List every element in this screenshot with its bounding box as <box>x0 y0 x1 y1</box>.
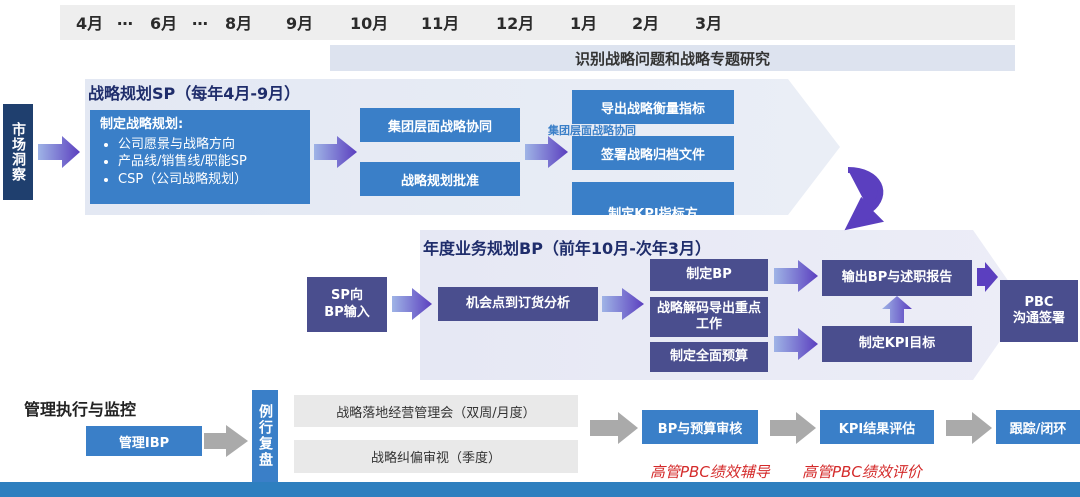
sp-output-kpi: 制定KPI指标方 <box>572 182 734 215</box>
arrow-right-icon <box>770 412 816 444</box>
sp-strategy-box: 制定战略规划: 公司愿景与战略方向 产品线/销售线/职能SP CSP（公司战略规… <box>90 110 310 204</box>
sp-output-kpi-label: 制定KPI指标方 <box>608 207 698 215</box>
sp-box-heading: 制定战略规划: <box>100 117 184 132</box>
bp-audit-box: BP与预算审核 <box>642 410 758 444</box>
arrow-right-icon <box>590 412 638 444</box>
meeting-box-1: 战略落地经营管理会（双周/月度） <box>294 395 578 427</box>
sp-approve-box: 战略规划批准 <box>360 162 520 196</box>
month-label: 9月 <box>286 14 314 33</box>
sp-to-bp-box: SP向 BP输入 <box>307 277 387 332</box>
exec-title: 管理执行与监控 <box>24 400 137 419</box>
output-bp-box: 输出BP与述职报告 <box>822 260 972 296</box>
month-label: … <box>192 10 208 29</box>
meeting-box-2: 战略纠偏审视（季度） <box>294 440 578 473</box>
month-label: 1月 <box>570 14 598 33</box>
group-sync-box: 集团层面战略协同 <box>360 108 520 142</box>
sp-to-bp-label: SP向 BP输入 <box>324 288 370 320</box>
ghost-label: 集团层面战略协同 <box>548 124 636 137</box>
review-box: 例行复盘 <box>252 390 278 482</box>
month-label: 6月 <box>150 14 178 33</box>
arrow-right-icon <box>204 425 248 457</box>
pbc-coaching-note: 高管PBC绩效辅导 <box>650 463 770 481</box>
market-insight-bar: 市场洞察 <box>3 104 33 200</box>
sp-output-archive: 签署战略归档文件 <box>572 136 734 170</box>
month-label: 8月 <box>225 14 253 33</box>
pbc-box: PBC 沟通签署 <box>1000 280 1078 342</box>
decode-box: 战略解码导出重点工作 <box>650 297 768 337</box>
sp-bullet-list: 公司愿景与战略方向 产品线/销售线/职能SP CSP（公司战略规划） <box>100 136 300 189</box>
sp-bullet: CSP（公司战略规划） <box>118 171 300 189</box>
month-label: 12月 <box>496 14 535 33</box>
arrow-right-icon <box>38 136 80 168</box>
pbc-label: PBC 沟通签署 <box>1012 294 1065 326</box>
footer-strip <box>0 482 1080 497</box>
budget-box: 制定全面预算 <box>650 342 768 372</box>
bp-title: 年度业务规划BP（前年10月-次年3月） <box>423 239 711 258</box>
sp-bullet: 产品线/销售线/职能SP <box>118 153 300 171</box>
ibp-box: 管理IBP <box>86 426 202 456</box>
arrow-right-icon <box>946 412 992 444</box>
month-label: 2月 <box>632 14 660 33</box>
sp-output-metrics: 导出战略衡量指标 <box>572 90 734 124</box>
month-label: 4月 <box>76 14 104 33</box>
market-insight-label: 市场洞察 <box>10 122 26 182</box>
review-label: 例行复盘 <box>257 404 273 468</box>
month-label: … <box>117 10 133 29</box>
curved-arrow-icon <box>844 167 885 231</box>
research-banner: 识别战略问题和战略专题研究 <box>330 45 1015 71</box>
sp-bullet: 公司愿景与战略方向 <box>118 136 300 154</box>
opportunity-box: 机会点到订货分析 <box>438 287 598 321</box>
sp-title: 战略规划SP（每年4月-9月） <box>88 84 301 103</box>
track-box: 跟踪/闭环 <box>996 410 1080 444</box>
make-bp-box: 制定BP <box>650 259 768 291</box>
month-label: 3月 <box>695 14 723 33</box>
month-label: 11月 <box>421 14 460 33</box>
pbc-evaluation-note: 高管PBC绩效评价 <box>802 463 922 481</box>
kpi-eval-box: KPI结果评估 <box>820 410 934 444</box>
kpi-target-box: 制定KPI目标 <box>822 326 972 362</box>
timeline-bar <box>60 5 1015 40</box>
month-label: 10月 <box>350 14 389 33</box>
